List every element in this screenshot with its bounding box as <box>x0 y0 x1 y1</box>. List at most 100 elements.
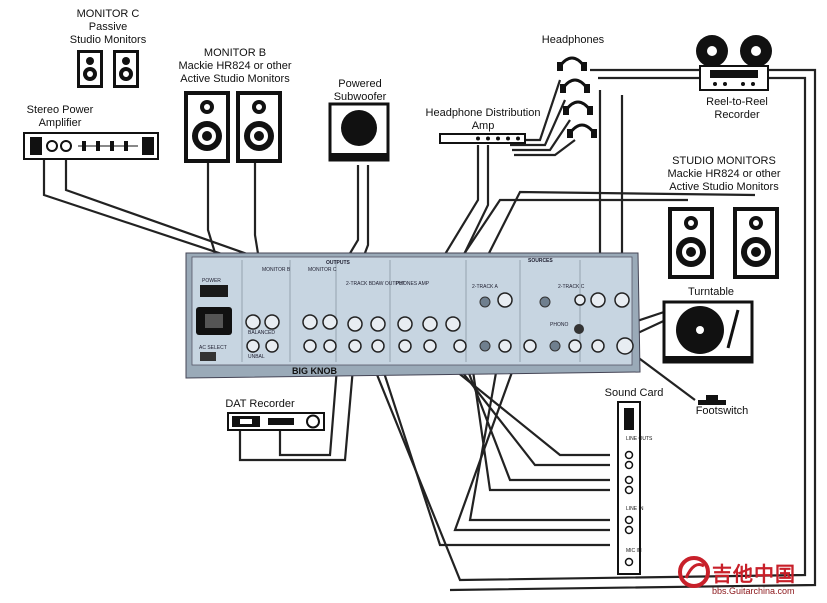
label-dat-recorder: DAT Recorder <box>225 398 295 410</box>
sound-card-jack[interactable] <box>624 525 634 535</box>
label-line: Stereo Power <box>26 104 94 116</box>
jack[interactable] <box>568 339 582 353</box>
jack[interactable] <box>302 314 318 330</box>
jack[interactable] <box>498 339 512 353</box>
jack[interactable] <box>523 339 537 353</box>
jack[interactable] <box>264 314 280 330</box>
label-line: Subwoofer <box>333 91 387 103</box>
label-line: Passive <box>88 21 128 33</box>
site-watermark-logo <box>678 556 710 588</box>
tonearm <box>726 309 740 349</box>
knob[interactable] <box>479 340 491 352</box>
jack[interactable] <box>497 292 513 308</box>
jack[interactable] <box>347 316 363 332</box>
studio-monitor-speakers <box>668 207 779 279</box>
label-sound-card: Sound Card <box>604 387 664 399</box>
label-line: Amplifier <box>38 117 82 129</box>
sound-card-port-mic-in: MIC IN <box>626 548 642 554</box>
section-label-monitor-b: MONITOR B <box>262 267 291 273</box>
jack[interactable] <box>246 339 260 353</box>
headphones-icon <box>558 56 586 67</box>
jack[interactable] <box>397 316 413 332</box>
jack[interactable] <box>591 339 605 353</box>
sound-card-jack[interactable] <box>624 450 634 460</box>
sound-card-jack[interactable] <box>624 485 634 495</box>
label-line: Mackie HR824 or other <box>178 60 292 72</box>
sound-card: LINE OUTS LINE IN MIC IN <box>617 401 653 575</box>
ac-select-switch[interactable] <box>200 352 216 361</box>
label-reel-to-reel: Reel-to-Reel Recorder <box>694 96 780 122</box>
label-stereo-power-amp: Stereo Power Amplifier <box>10 104 110 130</box>
outputs-label: OUTPUTS <box>326 260 351 266</box>
sound-card-port-line-outs: LINE OUTS <box>626 436 653 442</box>
sound-card-jack[interactable] <box>624 557 634 567</box>
power-label: POWER <box>202 278 221 284</box>
headphone-distribution-amp <box>439 133 526 144</box>
mixer-logo: BIG KNOB <box>292 366 338 376</box>
label-footswitch: Footswitch <box>695 405 749 417</box>
jack[interactable] <box>370 316 386 332</box>
output-jacks <box>245 292 630 332</box>
label-line: Headphone Distribution <box>425 107 541 119</box>
power-switch[interactable] <box>200 285 228 297</box>
jack[interactable] <box>371 339 385 353</box>
section-label-daw-output: DAW OUTPUT <box>372 281 405 287</box>
knob[interactable] <box>549 340 561 352</box>
label-line: MONITOR C <box>76 8 140 20</box>
label-line: Active Studio Monitors <box>180 73 290 85</box>
label-line: Studio Monitors <box>69 34 147 46</box>
jack[interactable] <box>422 316 438 332</box>
jack[interactable] <box>303 339 317 353</box>
knob[interactable] <box>539 296 551 308</box>
jack[interactable] <box>245 314 261 330</box>
knob[interactable] <box>479 296 491 308</box>
label-headphones: Headphones <box>541 34 605 46</box>
label-monitor-c: MONITOR C Passive Studio Monitors <box>60 8 156 47</box>
label-line: MONITOR B <box>203 47 267 59</box>
jack[interactable] <box>616 337 634 355</box>
sources-label: SOURCES <box>528 258 553 264</box>
footswitch <box>698 395 726 405</box>
sound-card-jack[interactable] <box>624 460 634 470</box>
amp-knob[interactable] <box>46 140 58 152</box>
section-label-2track-c: 2-TRACK C <box>558 284 585 290</box>
mixer: POWER AC SELECT MONITOR B MONITOR C 2-TR… <box>185 252 641 379</box>
stereo-power-amplifier <box>23 132 159 160</box>
jack[interactable] <box>445 316 461 332</box>
monitor-c-speakers <box>77 50 139 88</box>
label-line: STUDIO MONITORS <box>672 155 776 167</box>
jack[interactable] <box>323 339 337 353</box>
jack[interactable] <box>348 339 362 353</box>
sound-card-jack[interactable] <box>624 515 634 525</box>
headphones-icon <box>564 100 592 111</box>
amp-knob[interactable] <box>60 140 72 152</box>
jack[interactable] <box>398 339 412 353</box>
jack[interactable] <box>265 339 279 353</box>
jack[interactable] <box>453 339 467 353</box>
section-label-2track-b: 2-TRACK B <box>346 281 373 287</box>
unbal-jacks <box>246 337 634 355</box>
label-line: Powered <box>338 78 382 90</box>
jack[interactable] <box>614 292 630 308</box>
jack[interactable] <box>423 339 437 353</box>
jack[interactable] <box>574 294 586 306</box>
section-label-phones-amp: PHONES AMP <box>396 281 430 287</box>
jack[interactable] <box>322 314 338 330</box>
label-line: Amp <box>471 120 495 132</box>
powered-subwoofer <box>328 102 390 162</box>
sound-card-port-line-in: LINE IN <box>626 506 644 512</box>
headphones-icon <box>568 123 596 134</box>
ground-post[interactable] <box>574 324 584 334</box>
jack[interactable] <box>590 292 606 308</box>
label-headphone-amp: Headphone Distribution Amp <box>418 107 548 133</box>
jack-label-unbal: UNBAL <box>248 354 265 360</box>
label-line: Reel-to-Reel <box>706 96 768 108</box>
turntable <box>662 300 754 364</box>
label-line: Active Studio Monitors <box>669 181 779 193</box>
dat-recorder <box>227 412 325 431</box>
headphones-icon <box>561 78 589 89</box>
reel-to-reel-recorder <box>696 35 772 91</box>
dat-knob[interactable] <box>306 414 320 429</box>
label-monitor-b: MONITOR B Mackie HR824 or other Active S… <box>173 47 297 86</box>
sound-card-jack[interactable] <box>624 475 634 485</box>
